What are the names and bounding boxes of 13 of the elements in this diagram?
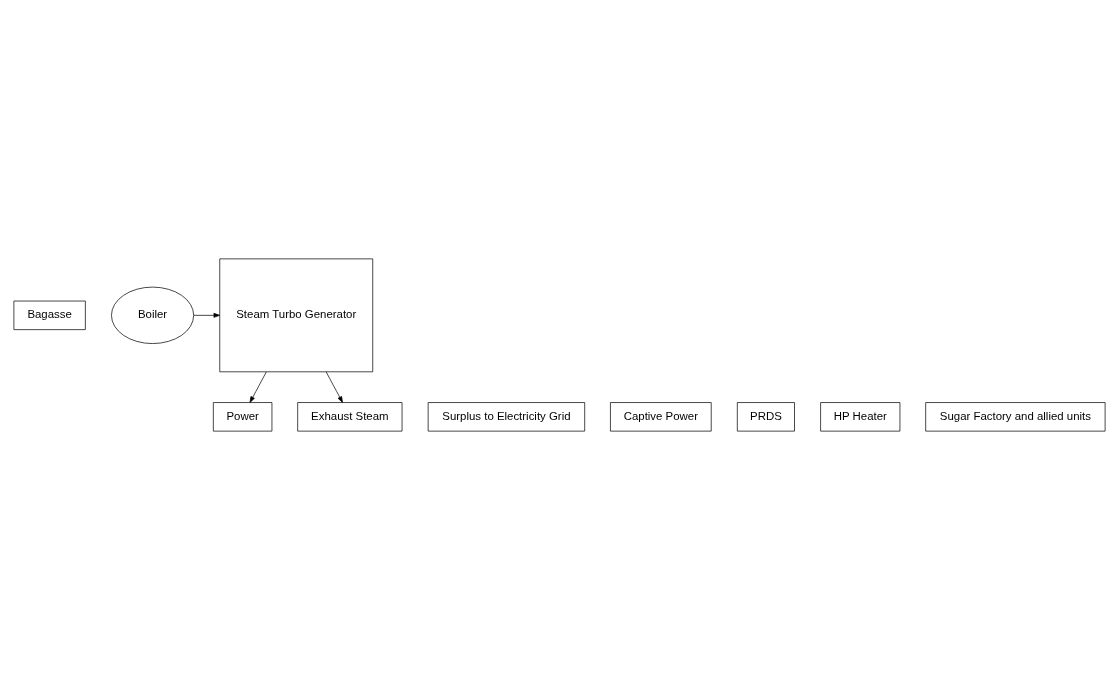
arrow — [193, 312, 220, 318]
node-ellipse: Boiler — [111, 286, 195, 344]
node-box: Steam Turbo Generator — [219, 258, 374, 373]
node-box: PRDS — [736, 402, 795, 432]
node-box: Captive Power — [610, 402, 712, 432]
node-box: Power — [212, 402, 273, 432]
node-box: Bagasse — [13, 300, 86, 330]
arrow — [325, 371, 343, 403]
node-box: Sugar Factory and allied units — [925, 402, 1106, 432]
node-box: Surplus to Electricity Grid — [427, 402, 586, 432]
node-box: HP Heater — [820, 402, 901, 432]
node-box: Exhaust Steam — [297, 402, 403, 432]
arrow — [249, 371, 267, 403]
